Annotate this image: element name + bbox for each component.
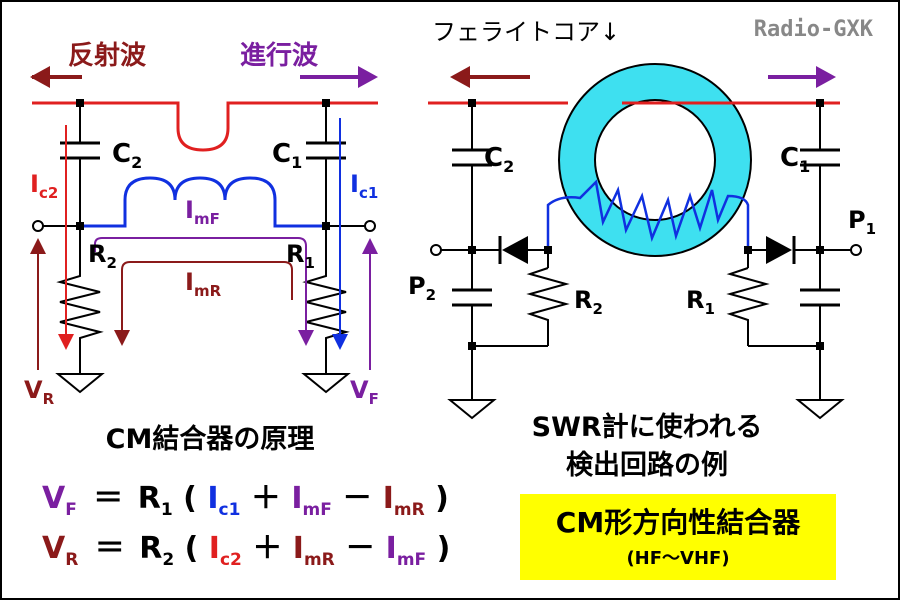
right-r1-resistor [726, 267, 770, 346]
imf-label: ImF [185, 196, 220, 228]
ferrite-core-label: フェライトコア↓ [432, 18, 620, 46]
vr-formula: VR ＝ R2 ( Ic2 ＋ ImR － ImF ) [42, 531, 450, 573]
right-r2-resistor [526, 267, 570, 346]
right-r1-label: R1 [686, 286, 715, 318]
junction [468, 342, 476, 350]
reflected-wave-label: 反射波 [68, 41, 147, 71]
c1-label: C1 [272, 139, 302, 172]
junction [816, 246, 824, 254]
junction [544, 246, 552, 254]
title-box: CM形方向性結合器 (HF～VHF) [520, 494, 836, 580]
right-output-terminal [364, 220, 376, 232]
toroid-winding [546, 179, 750, 248]
ferrite-core-hole [594, 99, 716, 221]
junction [322, 222, 330, 230]
right-caption-line1: SWR計に使われる [532, 411, 763, 443]
r2-resistor [56, 270, 104, 370]
main-signal-line [32, 101, 378, 152]
r2-label: R2 [88, 240, 117, 272]
p2-terminal [430, 244, 442, 256]
formulas: VF ＝ R1 ( Ic1 ＋ ImF － ImR ) VR ＝ R2 ( Ic… [42, 481, 450, 573]
junction [76, 222, 84, 230]
right-caption-line2: 検出回路の例 [566, 449, 728, 481]
junction [816, 342, 824, 350]
imr-label: ImR [185, 268, 222, 300]
forward-wave-label: 進行波 [240, 40, 319, 71]
left-caption: CM結合器の原理 [106, 423, 315, 455]
junction [322, 99, 330, 107]
imr-loop [114, 261, 293, 346]
right-diode [766, 236, 792, 264]
watermark: Radio-GXK [754, 17, 874, 42]
ic2-label: Ic2 [30, 170, 58, 202]
vf-formula: VF ＝ R1 ( Ic1 ＋ ImF － ImR ) [42, 481, 449, 523]
r1-label: R1 [286, 240, 315, 272]
left-diode [502, 236, 528, 264]
p1-label: P1 [848, 206, 876, 238]
reflected-wave-arrowhead [30, 66, 50, 88]
junction [816, 99, 824, 107]
p1-terminal [850, 244, 862, 256]
right-swr-detector-circuit: フェライトコア↓ [408, 18, 876, 481]
junction [744, 246, 752, 254]
junction [468, 99, 476, 107]
ground-left [55, 373, 105, 394]
right-reflected-arrowhead [450, 66, 470, 88]
title-box-background [520, 494, 836, 580]
c2-label: C2 [112, 139, 142, 172]
right-r2-label: R2 [574, 286, 603, 318]
right-ground-right [795, 399, 845, 420]
left-output-terminal [32, 220, 44, 232]
forward-wave-arrowhead [358, 66, 378, 88]
junction [468, 246, 476, 254]
title-box-subtitle: (HF～VHF) [626, 548, 729, 569]
imf-loop [94, 237, 314, 346]
right-ground-left [447, 399, 497, 420]
vr-label: VR [24, 376, 55, 408]
vf-label: VF [350, 376, 379, 408]
ic1-label: Ic1 [350, 170, 378, 202]
coupling-inductor [84, 176, 322, 228]
title-box-title: CM形方向性結合器 [556, 506, 801, 539]
ground-right [301, 373, 351, 394]
right-forward-arrowhead [816, 66, 836, 88]
junction [76, 99, 84, 107]
left-principle-circuit: 反射波 進行波 [24, 40, 379, 455]
right-c1-label: C1 [780, 143, 810, 176]
right-c2-label: C2 [484, 143, 514, 176]
p2-label: P2 [408, 272, 436, 304]
